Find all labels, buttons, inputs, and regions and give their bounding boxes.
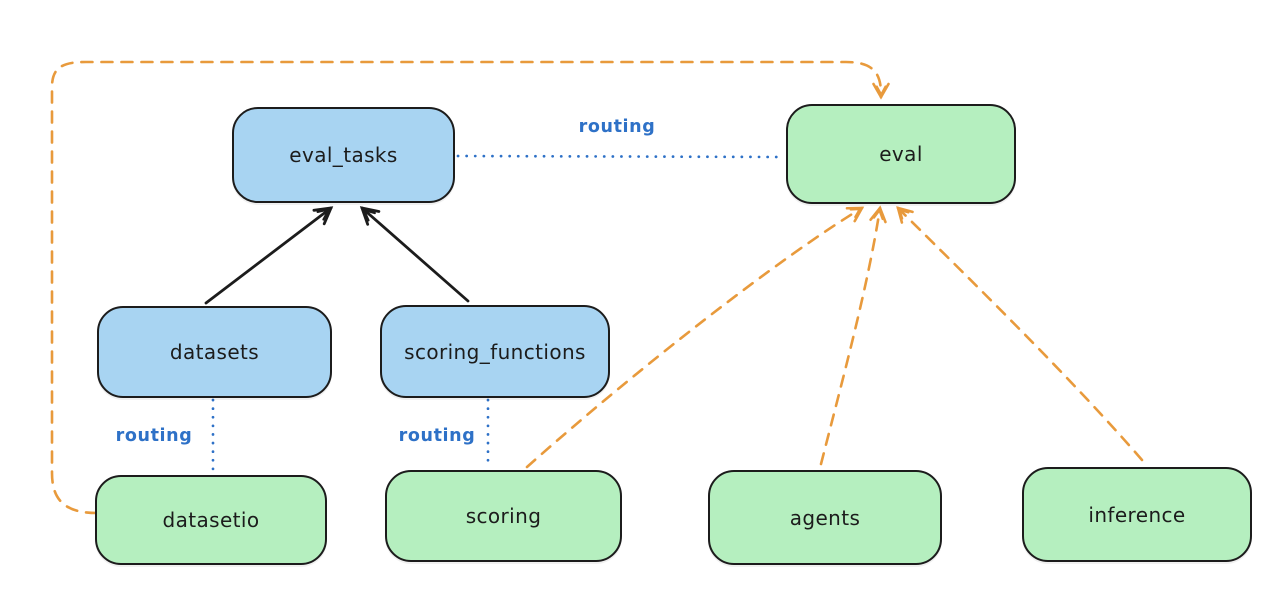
node-inference: inference [1022,467,1252,562]
node-datasetio-label: datasetio [162,508,260,532]
edge-scoring-to-eval-arrow [525,206,865,469]
edge-label-routing-scoring-functions-scoring: routing [398,426,476,446]
node-eval-tasks-label: eval_tasks [289,143,398,167]
edge-eval-tasks-to-eval [456,154,786,159]
node-datasetio: datasetio [95,475,327,565]
node-datasets-label: datasets [169,340,260,364]
edge-scoring-functions-to-eval-tasks-arrow [359,206,470,303]
node-inference-label: inference [1088,502,1186,527]
node-agents-label: agents [789,505,861,530]
edge-label-routing-eval-tasks-eval: routing [578,117,656,137]
node-eval-tasks: eval_tasks [232,107,455,203]
node-scoring: scoring [385,470,622,562]
edge-agents-to-eval-arrow [819,205,887,466]
edge-inference-to-eval-arrow [896,206,1144,462]
node-agents: agents [708,470,942,565]
node-scoring-functions: scoring_functions [380,305,610,398]
node-scoring-label: scoring [465,504,542,528]
node-eval-label: eval [879,142,923,166]
node-scoring-functions-label: scoring_functions [404,339,586,364]
node-eval: eval [786,104,1016,204]
edge-label-routing-datasets-datasetio: routing [115,426,193,446]
node-datasets: datasets [97,306,332,398]
edge-datasets-to-eval-tasks-arrow [204,206,334,305]
